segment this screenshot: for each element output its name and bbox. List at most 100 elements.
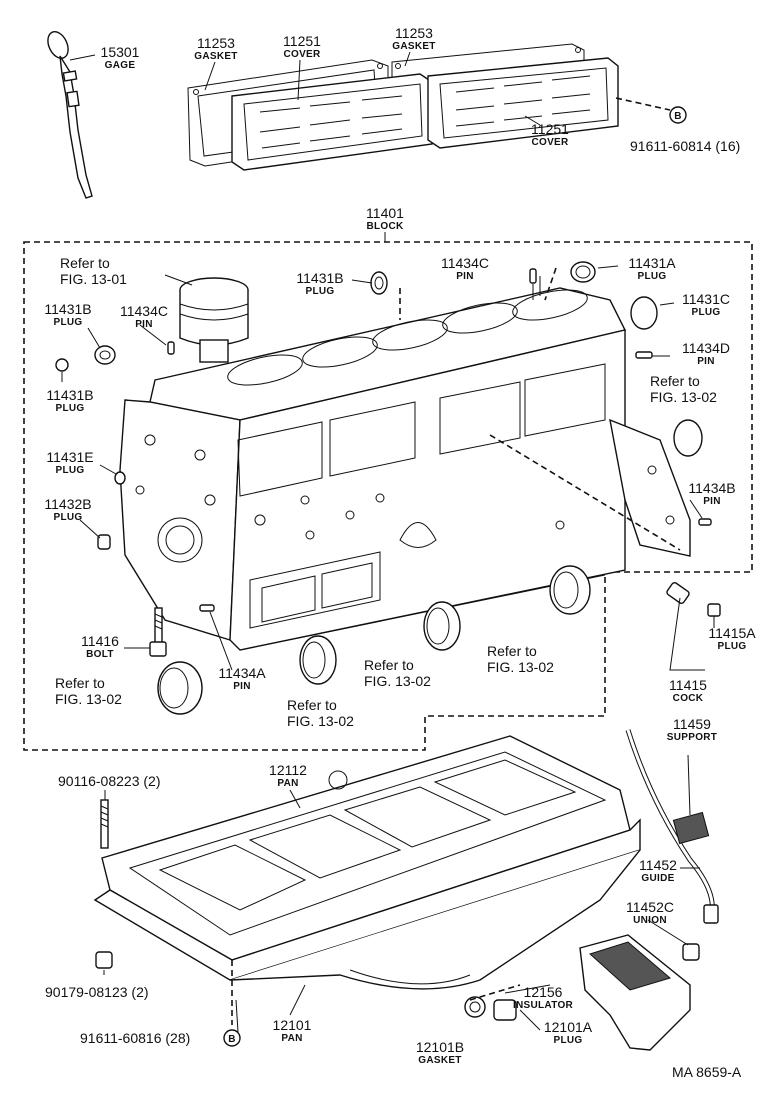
- drain-cock-11415: [666, 582, 690, 604]
- expansion-plug-11431c: [630, 296, 658, 330]
- part-number: 11434B: [688, 480, 735, 496]
- gasket-right-leader: [404, 51, 411, 67]
- part-name: PIN: [233, 681, 251, 692]
- part-name: COVER: [531, 137, 569, 148]
- part-name: PLUG: [54, 317, 83, 328]
- part-number: 11416: [81, 633, 119, 649]
- part-labels: 15301GAGE11253GASKET11251COVER11253GASKE…: [44, 25, 756, 1066]
- cover-bolt-leader: [615, 97, 671, 111]
- expansion-plug-11431b-top: [370, 271, 388, 295]
- pan-leaders: [103, 754, 700, 1033]
- b-symbol-top: B: [669, 106, 687, 124]
- oil-pan-12101: [93, 818, 641, 990]
- part-name: PIN: [703, 496, 721, 507]
- refer-line-1: Refer to: [60, 255, 110, 271]
- side-cover-right: [427, 57, 619, 149]
- nut-90179-08123: 90179-08123 (2): [45, 984, 149, 1000]
- svg-text:B: B: [674, 111, 682, 122]
- figure-code: MA 8659-A: [672, 1064, 742, 1080]
- part-name: GASKET: [194, 51, 237, 62]
- bearing-ring-4: [549, 565, 591, 615]
- union-11452c: [682, 943, 700, 961]
- part-number: 11452C: [626, 899, 674, 915]
- gage-leader: [69, 54, 96, 61]
- block-leaders: [61, 265, 715, 671]
- part-name: PLUG: [638, 271, 667, 282]
- straight-pin-11434c-top: [529, 268, 537, 284]
- refer-line-2: FIG. 13-02: [55, 691, 122, 707]
- nut-90179: [95, 951, 113, 969]
- refer-line-2: FIG. 13-01: [60, 271, 127, 287]
- part-name: PLUG: [692, 307, 721, 318]
- part-number: 11431C: [682, 291, 730, 307]
- part-number: 12101B: [416, 1039, 464, 1055]
- part-number: 11431B: [296, 270, 343, 286]
- refer-line-2: FIG. 13-02: [650, 389, 717, 405]
- part-number: 11251: [531, 121, 569, 137]
- part-name: PLUG: [718, 641, 747, 652]
- part-number: 11459: [673, 716, 711, 732]
- drain-plug-11415a: [707, 603, 721, 617]
- part-number: 11434A: [218, 665, 266, 681]
- part-name: SUPPORT: [667, 732, 717, 743]
- part-number: 12101A: [544, 1019, 593, 1035]
- bearing-ring-2: [299, 635, 337, 685]
- part-number: 11431B: [46, 387, 93, 403]
- gasket-left-leader: [204, 61, 216, 91]
- refer-line-2: FIG. 13-02: [287, 713, 354, 729]
- stud-bolt-90116: [100, 799, 109, 849]
- piston-reference: [179, 277, 249, 363]
- part-name: PLUG: [56, 465, 85, 476]
- refer-line-1: Refer to: [364, 657, 414, 673]
- refer-line-1: Refer to: [487, 643, 537, 659]
- part-name: PAN: [281, 1033, 302, 1044]
- part-number: 11251: [283, 33, 321, 49]
- part-number: 11415: [669, 677, 707, 693]
- straight-pin-11434c-left: [167, 341, 175, 355]
- straight-pin-11434a: [199, 604, 215, 612]
- svg-text:B: B: [228, 1034, 236, 1045]
- part-number: 11434C: [120, 303, 168, 319]
- refer-line-1: Refer to: [287, 697, 337, 713]
- oil-level-gage: [47, 31, 93, 199]
- refer-line-1: Refer to: [650, 373, 700, 389]
- part-name: INSULATOR: [513, 1000, 574, 1011]
- part-name: GASKET: [392, 41, 435, 52]
- expansion-plug-11431e: [114, 471, 126, 485]
- bolt-11416: [149, 607, 167, 657]
- drain-gasket-12101b: [464, 996, 486, 1018]
- part-number: 11401: [366, 205, 404, 221]
- part-number: 11431A: [628, 255, 676, 271]
- part-name: GUIDE: [641, 873, 674, 884]
- bearing-ring-1: [157, 661, 203, 715]
- part-number: 11434C: [441, 255, 489, 271]
- part-number: 15301: [101, 44, 140, 60]
- insulator-12156: [579, 934, 691, 1051]
- part-name: COVER: [283, 49, 321, 60]
- part-name: BOLT: [86, 649, 114, 660]
- part-number: 11431E: [46, 449, 93, 465]
